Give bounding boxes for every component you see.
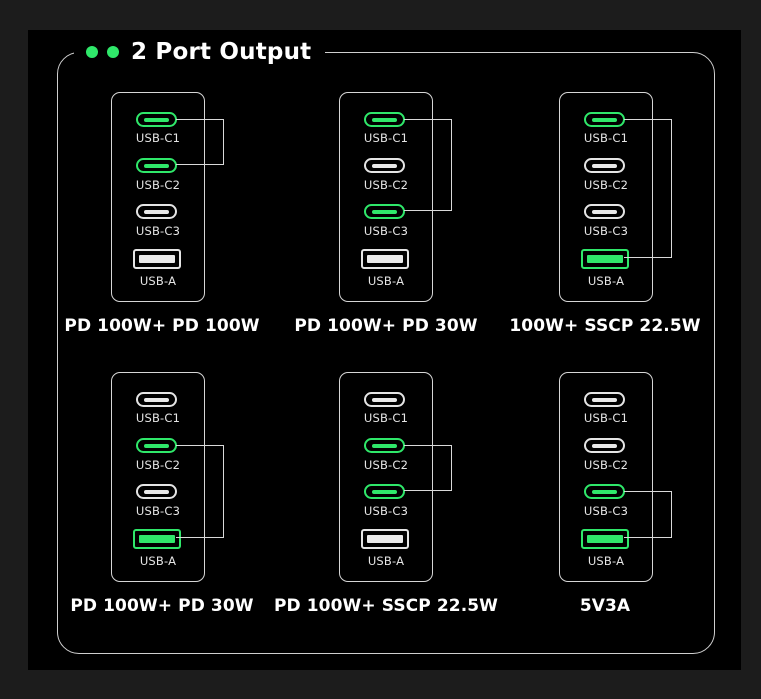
outline-frame [57, 52, 715, 654]
usb-c-port-icon [136, 438, 177, 453]
connection-line [176, 118, 224, 165]
connection-line [624, 118, 672, 258]
connection-line [404, 118, 452, 211]
connection-line [404, 444, 452, 491]
usb-a-port-icon [133, 529, 181, 549]
port-label: USB-C3 [583, 504, 629, 518]
port-label: USB-C1 [583, 131, 629, 145]
connection-line [624, 490, 672, 538]
usb-c-port-icon [136, 484, 177, 499]
port-label: USB-C3 [363, 504, 409, 518]
output-caption: PD 100W+ SSCP 22.5W [273, 596, 499, 616]
port-label: USB-C2 [135, 458, 181, 472]
port-label: USB-C2 [135, 178, 181, 192]
port-label: USB-C1 [583, 411, 629, 425]
usb-c-port-icon [584, 392, 625, 407]
usb-a-port-icon [133, 249, 181, 269]
usb-c-port-icon [136, 392, 177, 407]
output-caption: PD 100W+ PD 30W [70, 596, 254, 616]
usb-c-port-icon [136, 158, 177, 173]
output-caption: 100W+ SSCP 22.5W [509, 316, 701, 336]
usb-a-port-icon [581, 529, 629, 549]
port-label: USB-A [139, 274, 177, 288]
usb-c-port-icon [364, 158, 405, 173]
usb-a-port-icon [581, 249, 629, 269]
port-label: USB-C1 [135, 411, 181, 425]
port-label: USB-A [367, 554, 405, 568]
usb-a-port-icon [361, 529, 409, 549]
indicator-dot-icon [107, 46, 119, 58]
port-label: USB-C1 [363, 131, 409, 145]
port-label: USB-A [139, 554, 177, 568]
usb-c-port-icon [364, 112, 405, 127]
usb-a-port-icon [361, 249, 409, 269]
port-label: USB-C3 [135, 504, 181, 518]
port-label: USB-C1 [135, 131, 181, 145]
port-label: USB-C2 [583, 178, 629, 192]
port-label: USB-A [587, 274, 625, 288]
usb-c-port-icon [584, 204, 625, 219]
section-header: 2 Port Output [74, 34, 326, 70]
usb-c-port-icon [584, 112, 625, 127]
port-label: USB-C2 [363, 178, 409, 192]
usb-c-port-icon [364, 204, 405, 219]
usb-c-port-icon [364, 484, 405, 499]
connection-line [176, 444, 224, 538]
port-label: USB-C1 [363, 411, 409, 425]
port-label: USB-C3 [363, 224, 409, 238]
port-label: USB-C3 [583, 224, 629, 238]
usb-c-port-icon [364, 392, 405, 407]
port-label: USB-C2 [363, 458, 409, 472]
port-label: USB-A [367, 274, 405, 288]
port-label: USB-A [587, 554, 625, 568]
usb-c-port-icon [584, 438, 625, 453]
output-caption: PD 100W+ PD 100W [64, 316, 260, 336]
background-panel [28, 30, 741, 670]
usb-c-port-icon [136, 112, 177, 127]
port-label: USB-C3 [135, 224, 181, 238]
usb-c-port-icon [364, 438, 405, 453]
usb-c-port-icon [584, 158, 625, 173]
usb-c-port-icon [584, 484, 625, 499]
usb-c-port-icon [136, 204, 177, 219]
port-label: USB-C2 [583, 458, 629, 472]
output-caption: PD 100W+ PD 30W [294, 316, 478, 336]
section-title: 2 Port Output [131, 39, 312, 65]
output-caption: 5V3A [579, 596, 631, 616]
indicator-dot-icon [86, 46, 98, 58]
